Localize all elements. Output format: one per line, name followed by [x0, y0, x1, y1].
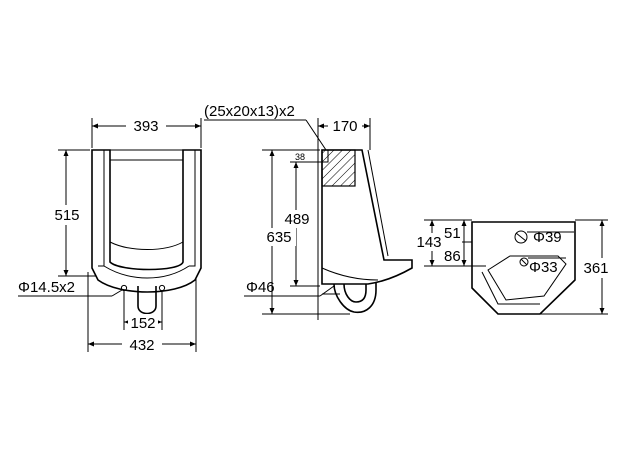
dim-total-height: 635	[262, 149, 350, 315]
top-outlet-diameter-label: Φ33	[529, 259, 558, 276]
side-bracket-offset-label: 38	[295, 152, 305, 162]
dim-inlet-height: 489	[280, 162, 320, 287]
side-view: (25x20x13)x2 170 38 489	[204, 103, 413, 320]
dim-bracket: (25x20x13)x2	[204, 103, 327, 151]
top-view: 143 51 86 Φ39 Φ33 361	[414, 219, 622, 315]
front-hole-diameter-label: Φ14.5x2	[18, 279, 75, 296]
side-body	[321, 149, 413, 314]
outlet-hole-icon	[519, 257, 529, 267]
dim-outlet-diameter: Φ46	[244, 279, 335, 297]
mount-hole-right-icon	[158, 284, 166, 292]
side-outlet-diameter-label: Φ46	[246, 279, 275, 296]
mount-hole-left-icon	[120, 284, 128, 292]
dim-height: 515	[50, 149, 96, 277]
top-offset-lower-label: 86	[444, 248, 461, 265]
front-width-top-label: 393	[133, 118, 158, 135]
top-inlet-diameter-label: Φ39	[533, 229, 562, 246]
dim-depth: 170	[317, 116, 371, 150]
side-inlet-height-label: 489	[284, 211, 309, 228]
dim-bracket-offset: 38	[290, 152, 322, 163]
front-width-overall-label: 432	[129, 337, 154, 354]
top-depth-label: 361	[583, 260, 608, 277]
dim-hole-diameter: Φ14.5x2	[18, 279, 123, 297]
dim-width-top: 393	[91, 116, 202, 148]
dim-hole-spacing: 152	[123, 291, 163, 332]
front-hole-spacing-label: 152	[130, 315, 155, 332]
top-offset-upper-label: 51	[444, 225, 461, 242]
dim-top-depth: 361	[540, 219, 622, 315]
side-depth-label: 170	[332, 118, 357, 135]
inlet-hole-icon	[514, 230, 528, 244]
dim-inlet-diameter: Φ39	[527, 229, 574, 246]
side-total-height-label: 635	[266, 229, 291, 246]
front-height-label: 515	[54, 207, 79, 224]
side-bracket-label: (25x20x13)x2	[204, 103, 295, 120]
wall-bracket-hatch	[321, 149, 356, 187]
top-offset-total-label: 143	[416, 234, 441, 251]
front-body	[91, 149, 202, 315]
dim-outlet-diameter-top: Φ33	[528, 257, 566, 276]
front-view: 393 515 Φ14.5x2 152	[18, 116, 202, 354]
dim-top-offsets: 143 51 86	[414, 219, 486, 267]
dim-width-overall: 432	[87, 272, 197, 354]
